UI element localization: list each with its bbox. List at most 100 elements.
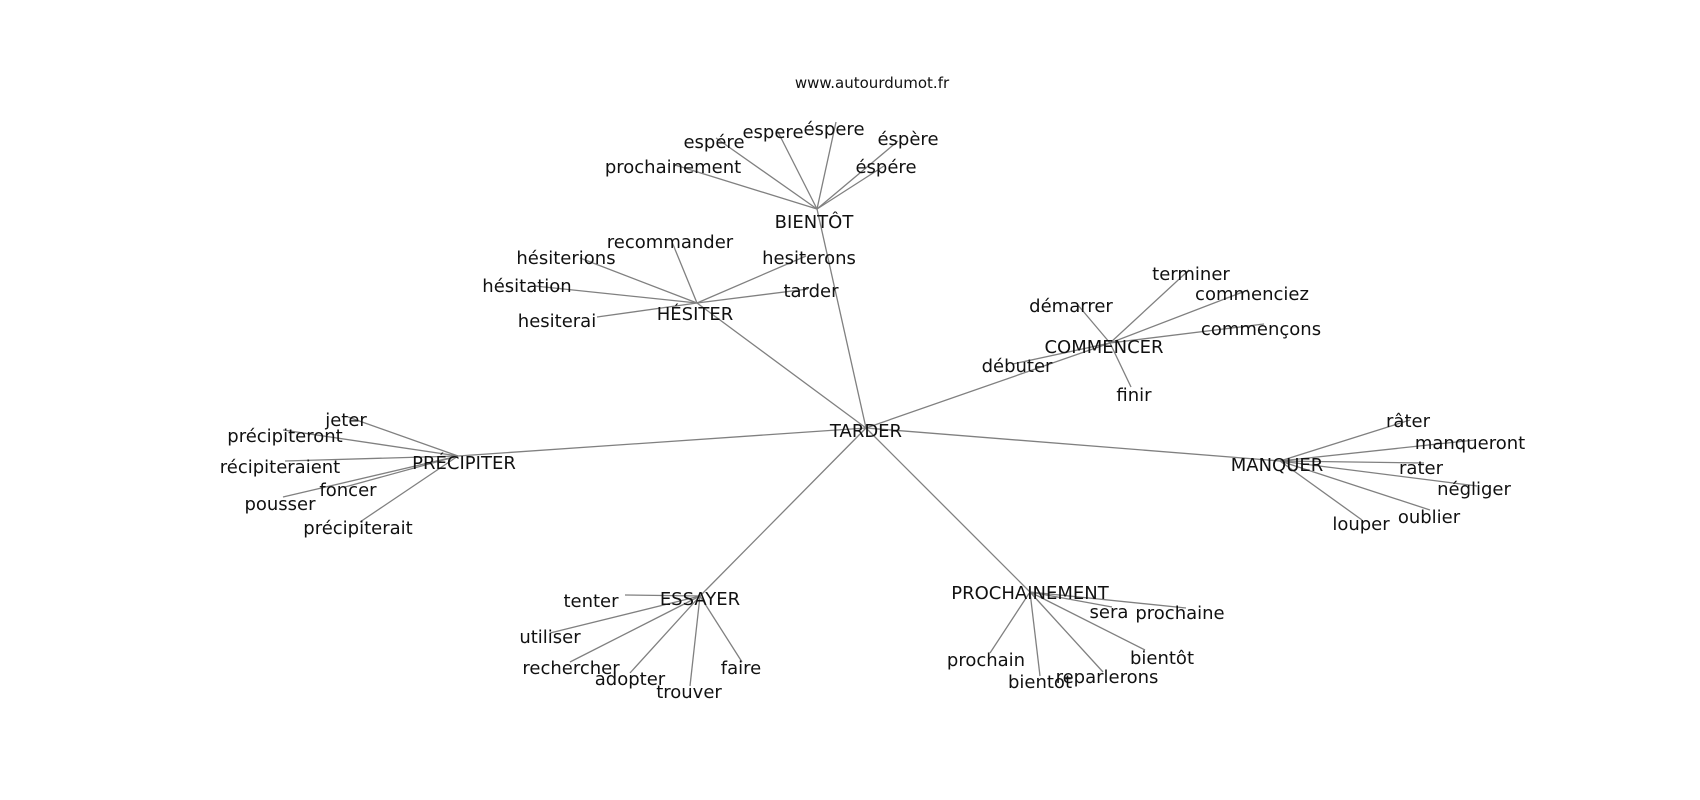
word-label-rater: rater bbox=[1399, 458, 1444, 479]
word-label-hesitation: hésitation bbox=[482, 276, 571, 297]
edge-precipiter-jeter bbox=[347, 416, 459, 457]
edge-prochainement-reparlerons bbox=[1029, 591, 1104, 673]
word-label-louper: louper bbox=[1332, 514, 1390, 535]
word-label-espere: espere bbox=[742, 122, 803, 143]
edge-hesiter-hesiterons bbox=[696, 255, 807, 304]
edge-manquer-rater bbox=[1279, 460, 1425, 464]
word-label-espere: espére bbox=[683, 132, 744, 153]
word-label-jeter: jeter bbox=[324, 410, 367, 431]
word-label-faire: faire bbox=[721, 658, 761, 679]
word-label-hesiterions: hésiterions bbox=[516, 248, 615, 269]
edge-bientot-espere bbox=[816, 121, 837, 210]
word-label-espere: éspére bbox=[855, 157, 916, 178]
hub-label-hesiter: HÉSITER bbox=[657, 303, 734, 325]
edge-bientot-espere bbox=[816, 165, 885, 210]
edge-essayer-rechercher bbox=[569, 595, 701, 663]
edge-prochainement-bientot bbox=[1029, 591, 1041, 677]
edge-commencer-commenciez bbox=[1109, 289, 1249, 344]
word-label-tarder: tarder bbox=[783, 281, 839, 302]
word-label-hesiterai: hesiterai bbox=[518, 311, 596, 332]
edge-center-hesiter bbox=[696, 302, 867, 429]
edge-prochainement-bientot bbox=[1029, 591, 1146, 651]
edge-precipiter-recipiteraient bbox=[284, 455, 459, 462]
word-label-manqueront: manqueront bbox=[1415, 433, 1525, 454]
hub-label-commencer: COMMENCER bbox=[1044, 337, 1163, 358]
edge-hesiter-hesitation bbox=[534, 285, 698, 304]
edge-bientot-espere bbox=[715, 137, 818, 210]
word-label-bientot: bientôt bbox=[1130, 648, 1194, 669]
center-word-label: TARDER bbox=[829, 421, 902, 442]
word-label-negliger: négliger bbox=[1437, 479, 1511, 500]
edge-prochainement-prochain bbox=[989, 591, 1031, 654]
word-label-espere: éspère bbox=[877, 129, 938, 150]
word-label-recipiteraient: récipiteraient bbox=[220, 457, 341, 478]
edge-layer bbox=[282, 121, 1478, 687]
word-label-pousser: pousser bbox=[244, 494, 316, 515]
word-label-commencons: commençons bbox=[1201, 319, 1321, 340]
edge-bientot-espere bbox=[816, 140, 899, 210]
word-label-prochaine: prochaine bbox=[1135, 603, 1224, 624]
hub-label-essayer: ESSAYER bbox=[660, 589, 740, 610]
edge-center-manquer bbox=[865, 427, 1281, 462]
word-label-tenter: tenter bbox=[563, 591, 619, 612]
hub-label-bientot: BIENTÔT bbox=[775, 211, 855, 233]
word-label-trouver: trouver bbox=[656, 682, 722, 703]
word-label-reparlerons: reparlerons bbox=[1056, 667, 1159, 688]
edge-center-precipiter bbox=[457, 427, 867, 457]
word-label-sera: sera bbox=[1090, 602, 1129, 623]
word-label-finir: finir bbox=[1116, 385, 1152, 406]
hub-label-precipiter: PRÉCIPITER bbox=[412, 452, 516, 474]
word-label-oublier: oublier bbox=[1398, 507, 1461, 528]
edge-manquer-negliger bbox=[1279, 460, 1478, 487]
edge-essayer-tenter bbox=[624, 594, 701, 597]
edge-manquer-oublier bbox=[1279, 460, 1431, 511]
edge-essayer-adopter bbox=[629, 595, 701, 674]
edge-essayer-utiliser bbox=[549, 595, 701, 634]
word-label-terminer: terminer bbox=[1152, 264, 1230, 285]
edge-essayer-faire bbox=[699, 595, 743, 663]
watermark-text: www.autourdumot.fr bbox=[795, 74, 950, 92]
edge-hesiter-hesiterions bbox=[579, 257, 698, 304]
edge-precipiter-foncer bbox=[344, 455, 459, 488]
edge-commencer-commencons bbox=[1109, 323, 1265, 344]
word-label-utiliser: utiliser bbox=[519, 627, 581, 648]
word-label-prochainement: prochainement bbox=[605, 157, 741, 178]
word-label-commenciez: commenciez bbox=[1195, 284, 1309, 305]
edge-hesiter-tarder bbox=[696, 288, 809, 304]
edge-center-commencer bbox=[865, 342, 1111, 429]
edge-manquer-manqueront bbox=[1279, 439, 1476, 462]
edge-hesiter-hesiterai bbox=[596, 302, 698, 318]
word-label-rater: râter bbox=[1386, 411, 1431, 432]
edge-center-bientot bbox=[816, 208, 867, 429]
edge-manquer-louper bbox=[1279, 460, 1363, 521]
word-label-bientot: bientot bbox=[1008, 672, 1072, 693]
word-label-espere: éspere bbox=[803, 119, 864, 140]
edge-bientot-prochainement bbox=[674, 164, 818, 210]
word-label-hesiterons: hesiterons bbox=[762, 248, 856, 269]
word-label-rechercher: rechercher bbox=[522, 658, 620, 679]
edge-commencer-finir bbox=[1109, 342, 1132, 388]
edge-hesiter-recommander bbox=[671, 241, 698, 304]
hub-label-prochainement: PROCHAINEMENT bbox=[951, 583, 1109, 604]
edge-commencer-terminer bbox=[1109, 269, 1190, 344]
edge-commencer-debuter bbox=[1012, 342, 1111, 365]
edge-manquer-rater bbox=[1279, 419, 1411, 462]
edge-prochainement-prochaine bbox=[1029, 591, 1187, 609]
hub-label-manquer: MANQUER bbox=[1231, 455, 1324, 476]
word-label-precipiterait: précipiterait bbox=[303, 518, 412, 539]
edge-precipiter-precipiteront bbox=[282, 429, 459, 457]
word-label-demarrer: démarrer bbox=[1029, 296, 1113, 317]
edge-center-essayer bbox=[699, 427, 867, 597]
edge-commencer-demarrer bbox=[1076, 303, 1111, 344]
edge-precipiter-pousser bbox=[282, 455, 459, 498]
word-label-precipiteront: précipiteront bbox=[227, 426, 342, 447]
edge-essayer-trouver bbox=[689, 595, 701, 687]
word-label-prochain: prochain bbox=[947, 650, 1025, 671]
word-label-debuter: débuter bbox=[982, 356, 1053, 377]
word-label-recommander: recommander bbox=[607, 232, 734, 253]
edge-prochainement-sera bbox=[1029, 591, 1113, 608]
edge-bientot-espere bbox=[776, 129, 818, 210]
edge-precipiter-precipiterait bbox=[359, 455, 459, 523]
